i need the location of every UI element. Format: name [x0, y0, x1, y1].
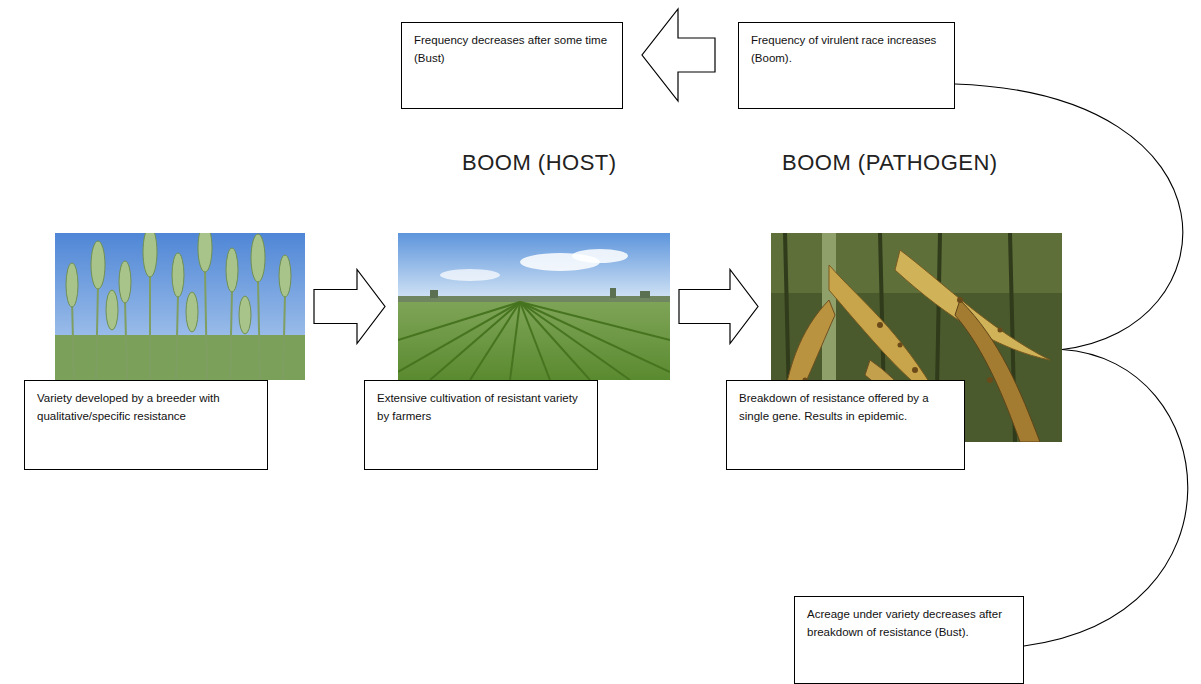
box-text: Acreage under variety decreases after br… — [807, 606, 1011, 642]
box-text: Frequency of virulent race increases (Bo… — [751, 32, 942, 68]
box-text: Variety developed by a breeder with qual… — [37, 390, 255, 426]
text-box: Extensive cultivation of resistant varie… — [364, 380, 598, 470]
block-arrow — [314, 270, 385, 344]
text-box: Breakdown of resistance offered by a sin… — [726, 380, 965, 470]
text-box: Acreage under variety decreases after br… — [794, 596, 1024, 684]
field-photo — [398, 233, 670, 380]
box-text: Frequency decreases after some time (Bus… — [414, 32, 610, 68]
curved-connector — [955, 84, 1183, 350]
curved-connector — [1024, 350, 1188, 647]
text-box: Frequency decreases after some time (Bus… — [401, 22, 623, 109]
stage-heading: BOOM (PATHOGEN) — [782, 150, 998, 176]
block-arrow — [642, 9, 715, 101]
box-text: Breakdown of resistance offered by a sin… — [739, 390, 952, 426]
block-arrow — [679, 270, 758, 344]
text-box: Frequency of virulent race increases (Bo… — [738, 22, 955, 109]
text-box: Variety developed by a breeder with qual… — [24, 380, 268, 470]
box-text: Extensive cultivation of resistant varie… — [377, 390, 585, 426]
wheat-photo — [55, 233, 305, 380]
stage-heading: BOOM (HOST) — [462, 150, 617, 176]
